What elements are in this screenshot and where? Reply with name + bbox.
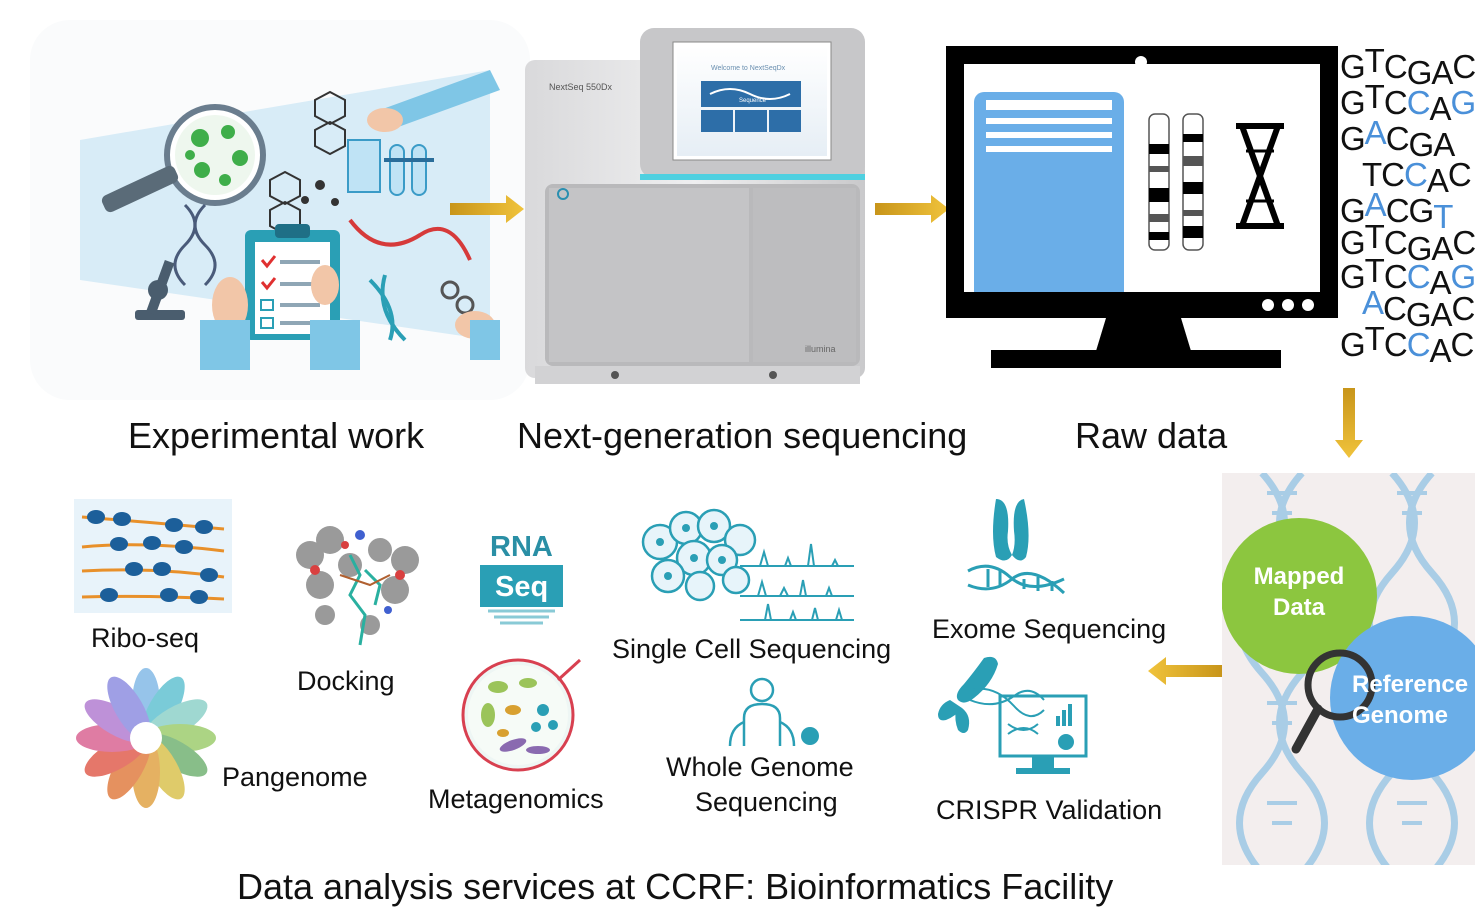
service-label-exome: Exome Sequencing [932,614,1167,644]
service-label-single-cell: Single Cell Sequencing [612,634,892,664]
experimental-work-illustration [30,20,530,400]
footer-title: Data analysis services at CCRF: Bioinfor… [237,866,1114,907]
whole-genome-icon [722,676,824,747]
mapped-data-label: Mapped Data [1253,563,1345,621]
rna-seq-label-bottom: Seq [495,571,549,603]
sequencer-screen-title: Welcome to NextSeqDx [711,65,786,72]
mapping-panel: Mapped Data Reference Genome [1222,473,1475,865]
service-label-crispr: CRISPR Validation [936,795,1163,825]
sequence-line: GTCCAG [1340,78,1475,127]
metagenomics-icon [458,655,588,775]
rna-seq-icon: RNA Seq [480,523,563,627]
sequence-line: GTCCAC [1340,320,1474,369]
service-label-metagenomics: Metagenomics [428,784,604,814]
sequencer-screen-button: Sequence [739,98,767,104]
arrow-left [1148,657,1222,685]
sequence-line: ACGAC [1362,284,1475,333]
service-label-docking: Docking [297,666,395,696]
crispr-icon [934,654,1089,784]
stage-label-raw: Raw data [1075,415,1228,456]
sequence-line: GTCGAC [1340,218,1475,267]
arrow-right-2 [875,195,949,223]
sequence-line: GACGA [1340,114,1455,163]
sequence-line: GACGT [1340,186,1453,235]
sequencer-illustration: NextSeq 550Dx Welcome to NextSeqDx Seque… [525,26,870,398]
reference-genome-label: Reference Genome [1352,671,1469,729]
sequence-line: GTCCAG [1340,252,1475,301]
service-label-pangenome: Pangenome [222,762,368,792]
sequence-line: GTCGAC [1340,42,1475,91]
sequencer-brand: illumina [805,344,836,354]
stage-label-ngs: Next-generation sequencing [517,415,968,456]
sequencer-model-label: NextSeq 550Dx [549,82,613,92]
monitor-illustration [946,46,1340,370]
service-label-wgs-line2: Sequencing [695,787,838,817]
service-label-ribo-seq: Ribo-seq [91,623,200,653]
sequence-line: TCCAC [1362,156,1472,199]
ribo-seq-icon [74,499,232,613]
exome-icon [960,495,1072,605]
pangenome-icon [62,660,222,810]
arrow-down [1335,388,1363,458]
stage-label-experimental: Experimental work [128,415,425,456]
docking-icon [290,515,435,660]
arrow-right-1 [450,195,524,223]
rna-seq-label-top: RNA [490,531,553,563]
service-label-wgs-line1: Whole Genome [666,752,854,782]
single-cell-icon [640,500,862,624]
